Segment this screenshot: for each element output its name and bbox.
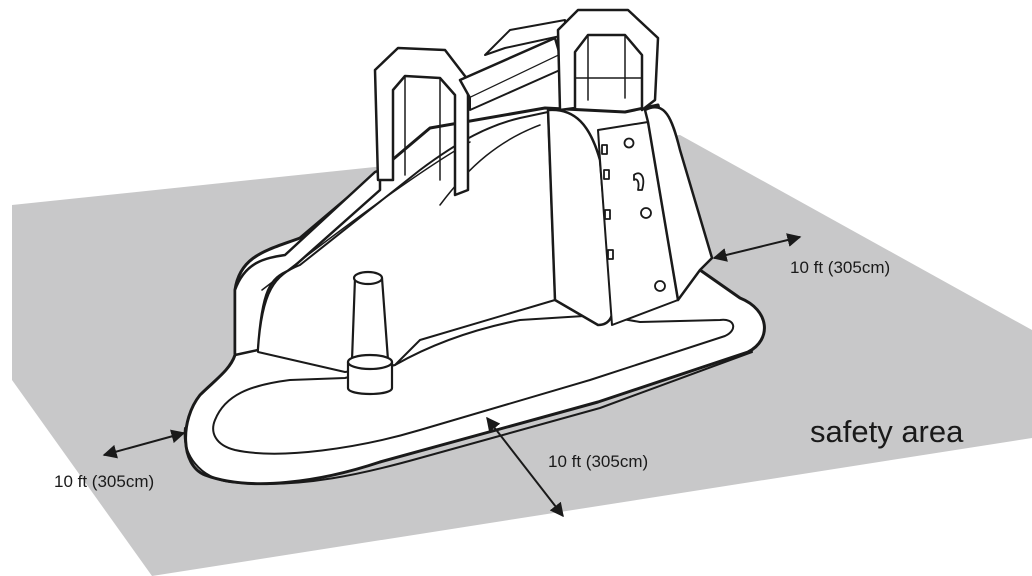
slide-lane	[257, 111, 556, 373]
slide-base-front	[183, 351, 753, 485]
water-slide-illustration	[183, 8, 766, 486]
safety-area-label: safety area	[810, 414, 964, 449]
climbing-holds	[601, 137, 666, 292]
clearance-front-arrow	[486, 416, 564, 518]
climbing-panel	[597, 121, 679, 326]
clearance-left-arrow	[102, 429, 186, 459]
water-sprayer-post	[346, 270, 394, 396]
left-arch-tower	[373, 46, 470, 197]
clearance-front-label: 10 ft (305cm)	[548, 452, 649, 471]
clearance-left-label: 10 ft (305cm)	[54, 472, 155, 491]
right-arch-tower	[556, 8, 660, 112]
splash-pool	[212, 314, 735, 455]
clearance-right-arrow	[712, 233, 802, 262]
clearance-right-label: 10 ft (305cm)	[790, 258, 891, 277]
right-side-wall	[643, 106, 714, 302]
